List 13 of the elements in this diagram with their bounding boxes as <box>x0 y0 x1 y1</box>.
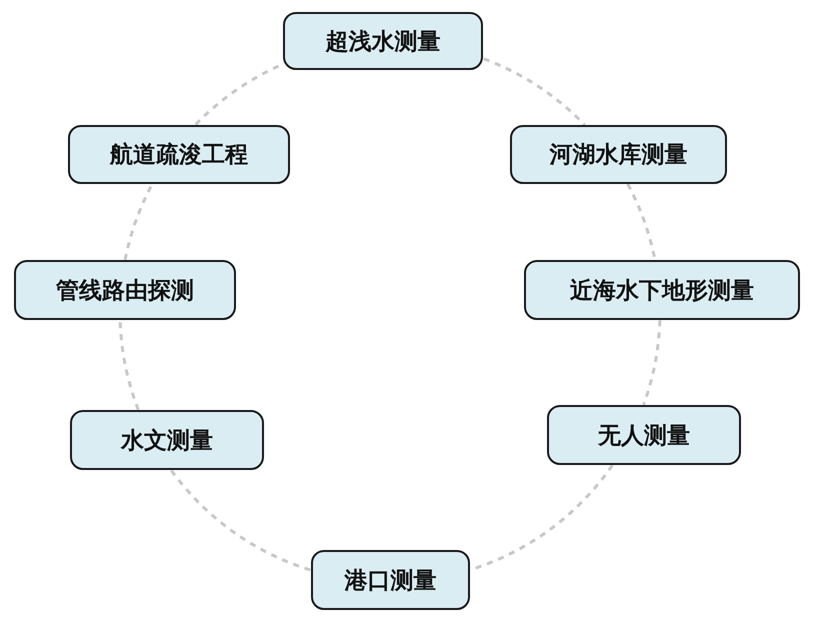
rounded-box: 无人测量 <box>547 405 741 465</box>
rounded-box: 航道疏浚工程 <box>68 125 290 184</box>
dashed-connector <box>118 319 140 411</box>
rounded-box: 水文测量 <box>70 410 264 470</box>
rounded-box: 港口测量 <box>311 550 470 610</box>
rounded-box: 近海水下地形测量 <box>524 260 800 320</box>
rounded-box: 河湖水库测量 <box>510 125 727 184</box>
dashed-connector <box>642 319 662 406</box>
rounded-box: 管线路由探测 <box>14 260 236 320</box>
dashed-connector <box>483 57 586 126</box>
rounded-box: 超浅水测量 <box>283 12 483 70</box>
dashed-connector <box>124 183 154 261</box>
dashed-connector <box>170 469 311 572</box>
